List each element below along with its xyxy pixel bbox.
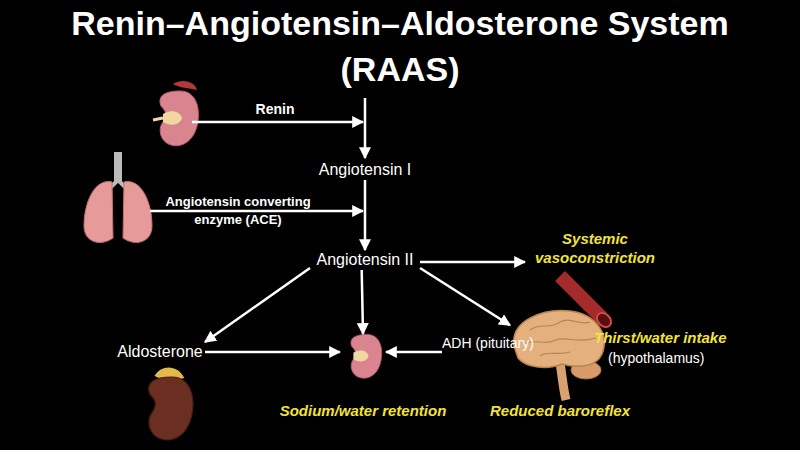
node-text: Angiotensin II [310,250,420,270]
enzyme-arrow [192,121,363,124]
kidney-shape [351,334,382,378]
enzyme-label: Angiotensin converting enzyme (ACE) [153,193,323,229]
text-node: Thirst/water intake(hypothalamus)Reduced… [510,312,602,400]
text-node: Sodium/water retention [340,334,386,374]
node-text: Reduced baroreflex [485,401,635,420]
lung-lobe [123,182,152,243]
renal-pelvis [353,351,368,362]
brain-gyri [524,320,596,356]
kidney-illustration [153,81,198,146]
flow-arrow [420,261,525,264]
brainstem [560,362,566,400]
text-node: Aldosterone [115,342,205,362]
adrenal-kidney-illustration [149,367,193,439]
kidney-shape [160,91,198,146]
text-node: Systemic vasoconstriction [525,228,665,268]
node-text: (hypothalamus) [608,349,738,367]
node-text: Systemic vasoconstriction [525,229,665,267]
flow-arrow [386,351,442,354]
flow-arrow [364,98,367,158]
flow-arrow [205,351,340,354]
diagram-title: Renin–Angiotensin–Aldosterone System (RA… [10,0,790,92]
lungs-illustration [84,152,152,242]
ureter [153,118,163,120]
flow-arrow [362,270,363,334]
node-text: ADH (pituitary) [442,334,554,352]
text-node: ADH (pituitary) [442,334,554,352]
enzyme-arrow [150,210,363,213]
node-text: Aldosterone [115,342,205,362]
kidney-illustration [351,334,382,378]
text-node: Angiotensin I [315,160,415,180]
flow-arrow [420,268,510,325]
flow-arrow [205,268,310,342]
renal-pelvis [163,111,182,125]
brain-illustration [514,311,605,400]
text-node: Angiotensin II [310,250,420,270]
lung-lobe [84,182,113,243]
kidney-shape [149,377,193,440]
enzyme-label: Renin [245,100,305,118]
adrenal-tissue [173,81,197,90]
node-text: Thirst/water intake [594,328,754,347]
node-text: Sodium/water retention [263,401,463,420]
trachea [114,152,122,182]
node-text: Angiotensin I [315,160,415,180]
flow-arrow [364,180,367,250]
